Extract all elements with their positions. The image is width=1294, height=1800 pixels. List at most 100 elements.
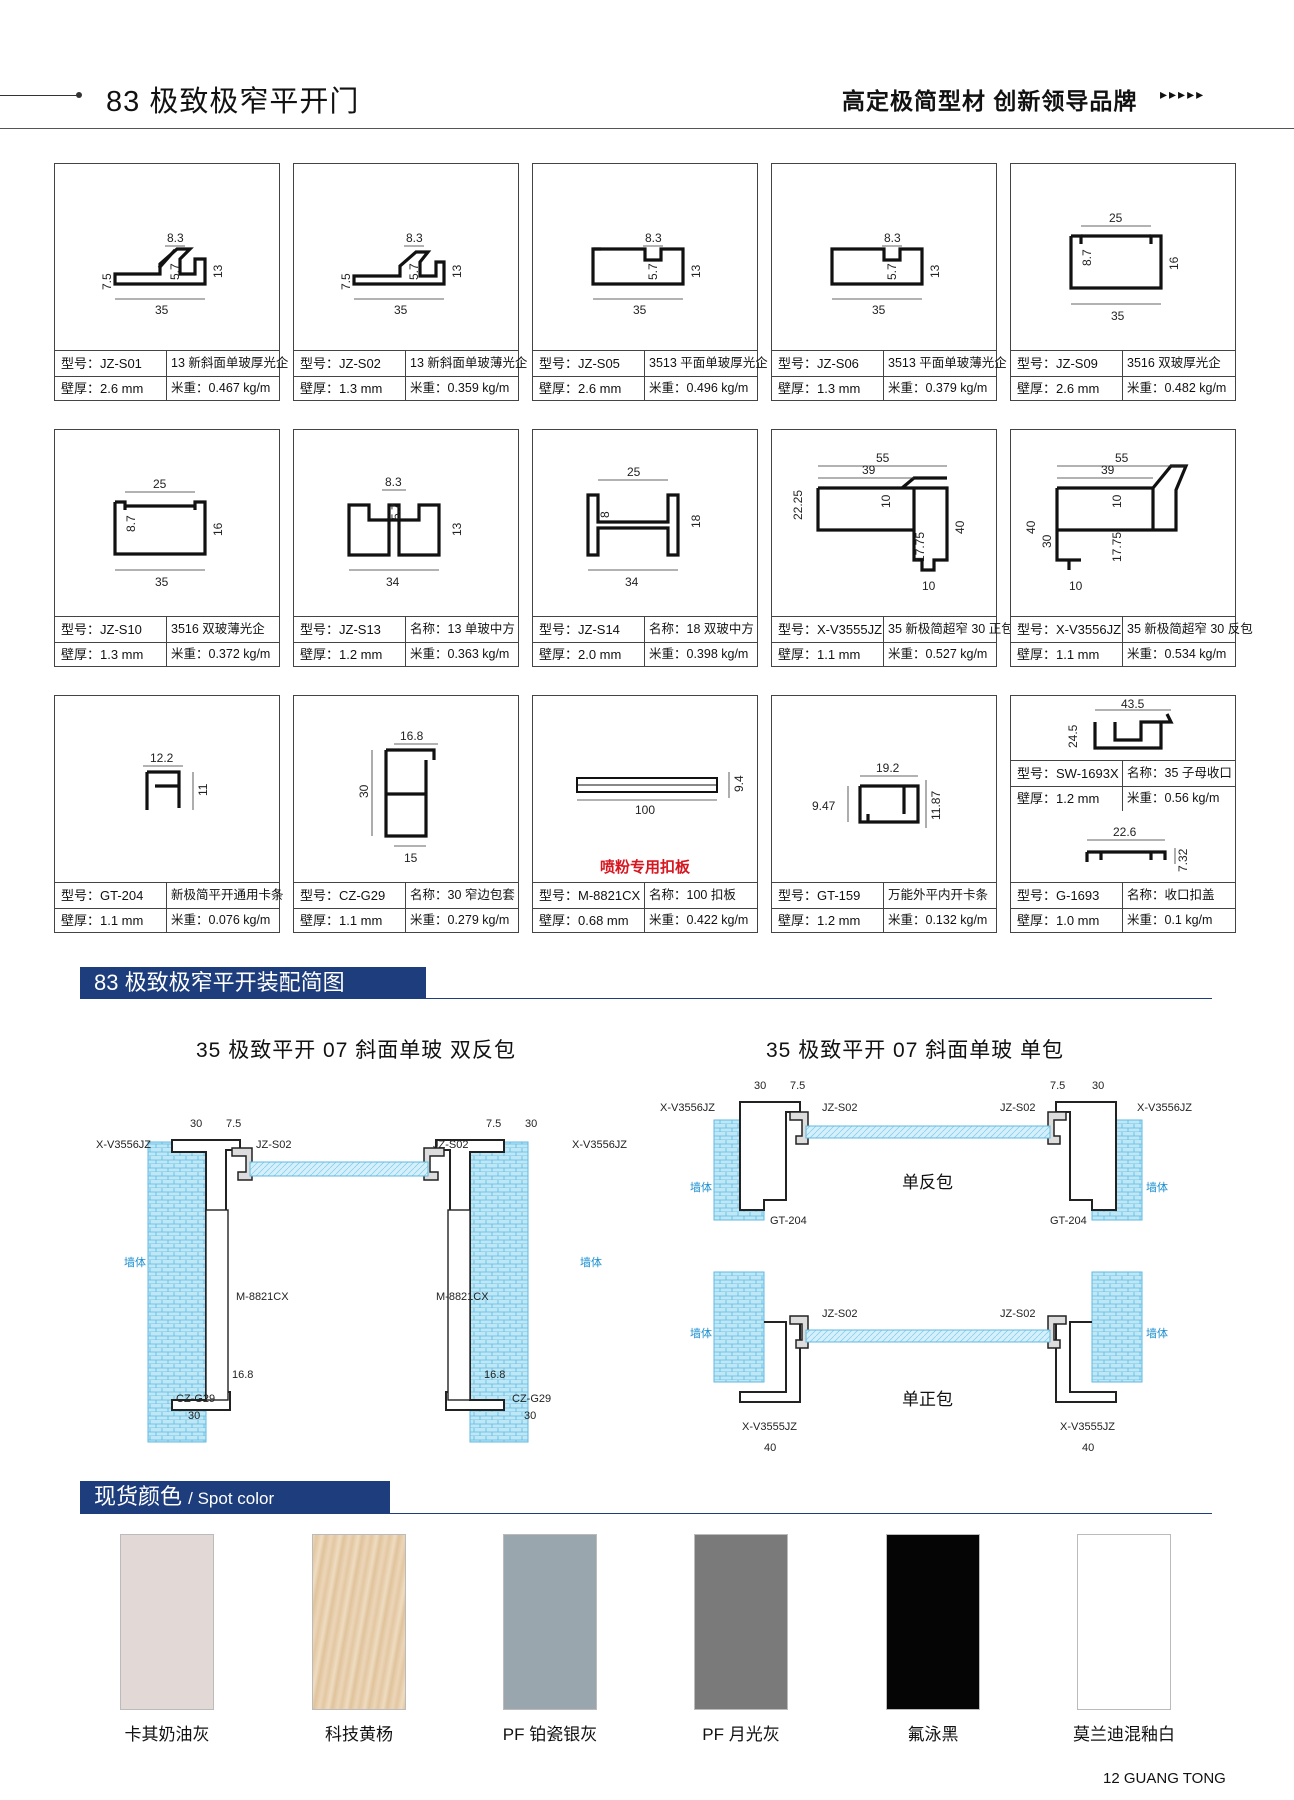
header-bullet-icon: [76, 92, 82, 98]
dim-label: 5.7: [407, 263, 421, 280]
dim-label: 43.5: [1121, 697, 1145, 711]
label-xv3556-r: X-V3556JZ: [572, 1139, 627, 1151]
model-number: 型号：GT-159: [778, 888, 861, 903]
meter-weight: 米重：0.363 kg/m: [410, 647, 510, 661]
colors-section-rule: [80, 1513, 1212, 1514]
meter-weight: 米重：0.56 kg/m: [1127, 791, 1220, 805]
powder-note: 喷粉专用扣板: [599, 859, 690, 876]
dim-label: 30: [357, 784, 371, 798]
dim-label: 8.7: [124, 515, 138, 532]
color-name: 氟泳黑: [907, 1725, 959, 1744]
label-wall-sf-l: 墙体: [690, 1326, 712, 1340]
label-m8821-l: M-8821CX: [236, 1291, 289, 1303]
label-jzs02-sr-l: JZ-S02: [822, 1102, 857, 1114]
spec-table: 型号：JZ-S14 名称：18 双玻中方 壁厚：2.0 mm 米重：0.398 …: [533, 616, 757, 667]
dim-75-r: 7.5: [486, 1118, 501, 1130]
dim-label: 15: [404, 851, 418, 865]
spec-table: 型号：JZ-S05 3513 平面单玻厚光企 壁厚：2.6 mm 米重：0.49…: [533, 350, 768, 401]
dim-30-sr-r: 30: [1092, 1080, 1104, 1092]
dim-label: 13: [211, 264, 225, 278]
label-jzs02-l: JZ-S02: [256, 1139, 291, 1151]
meter-weight: 米重：0.467 kg/m: [171, 381, 271, 395]
drawing-double-reverse: X-V3556JZ JZ-S02 JZ-S02 X-V3556JZ 30 7.5…: [96, 1118, 627, 1443]
meter-weight: 米重：0.279 kg/m: [410, 913, 510, 927]
label-wall-r: 墙体: [580, 1255, 602, 1269]
dim-label: 19.2: [876, 761, 900, 775]
label-czg29-r: CZ-G29: [512, 1393, 551, 1405]
color-name: 卡其奶油灰: [124, 1725, 210, 1744]
profile-name: 3513 平面单玻薄光企: [888, 356, 1007, 370]
wall-thickness: 壁厚：1.1 mm: [300, 913, 383, 928]
colors-title-cn: 现货颜色: [94, 1484, 183, 1509]
dim-label: 9.4: [732, 775, 746, 792]
g1693-drawing: 22.67.32: [1085, 825, 1190, 872]
dim-label: 11: [196, 783, 210, 796]
dim-label: 22.25: [791, 490, 805, 520]
dim-label: 39: [862, 463, 876, 477]
label-gt204-r: GT-204: [1050, 1215, 1087, 1227]
assembly-left-title: 35 极致平开 07 斜面单玻 双反包: [196, 1039, 517, 1062]
model-number: 型号：JZ-S13: [300, 622, 381, 637]
color-swatch: [1077, 1534, 1171, 1710]
dim-label: 13: [450, 522, 464, 536]
drawing-single-front: JZ-S02 JZ-S02 墙体 墙体 X-V3555JZ X-V3555JZ …: [690, 1271, 1168, 1454]
spec-table: 型号：GT-204 新极简平开通用卡条 壁厚：1.1 mm 米重：0.076 k…: [55, 882, 284, 933]
brand-slogan: 高定极简型材 创新领导品牌: [842, 88, 1138, 114]
dim-75-sr-l: 7.5: [790, 1080, 805, 1092]
dim-label: 34: [386, 575, 400, 589]
dim-label: 16: [1167, 256, 1181, 270]
label-m8821-r: M-8821CX: [436, 1291, 489, 1303]
model-number: 型号：G-1693: [1017, 888, 1100, 903]
dim-label: 8.3: [645, 231, 662, 245]
label-xv3556-sr-l: X-V3556JZ: [660, 1102, 715, 1114]
wall-thickness: 壁厚：1.3 mm: [61, 647, 144, 662]
dim-label: 22.6: [1113, 825, 1137, 839]
dim-label: 40: [1024, 520, 1038, 534]
glass-pane-left: [249, 1161, 429, 1177]
meter-weight: 米重：0.482 kg/m: [1127, 381, 1227, 395]
model-number: 型号：JZ-S02: [300, 356, 381, 371]
profile-drawing: 348.35.713: [347, 475, 464, 589]
dim-label: 7.5: [100, 273, 114, 290]
label-wall-sf-r: 墙体: [1146, 1326, 1168, 1340]
color-swatch: [886, 1534, 980, 1710]
wall-thickness: 壁厚：1.2 mm: [300, 647, 383, 662]
dim-label: 35: [872, 303, 886, 317]
model-number: 型号：SW-1693X: [1017, 766, 1119, 781]
label-wall-sr-l: 墙体: [690, 1180, 712, 1194]
profile-drawing: 12.211: [143, 751, 210, 810]
dim-label: 30: [1040, 534, 1054, 548]
dim-label: 5.7: [885, 263, 899, 280]
dim-label: 8.7: [1080, 249, 1094, 266]
spec-table: 型号：X-V3555JZ 35 新极简超窄 30 正包 壁厚：1.1 mm 米重…: [772, 616, 1014, 667]
dim-label: 24.5: [1066, 724, 1080, 748]
dim-75-sr-r: 7.5: [1050, 1080, 1065, 1092]
wall-thickness: 壁厚：0.68 mm: [539, 913, 629, 928]
profile-name: 名称：收口扣盖: [1127, 888, 1215, 902]
profile-name: 35 新极简超窄 30 反包: [1127, 622, 1253, 636]
dim-label: 8.3: [884, 231, 901, 245]
dim-label: 9.47: [812, 799, 836, 813]
dim-label: 8.3: [385, 475, 402, 489]
model-number: 型号：CZ-G29: [300, 888, 386, 903]
wall-thickness: 壁厚：2.0 mm: [539, 647, 622, 662]
wall-thickness: 壁厚：1.0 mm: [1017, 913, 1100, 928]
spec-table: 型号：JZ-S06 3513 平面单玻薄光企 壁厚：1.3 mm 米重：0.37…: [772, 350, 1007, 401]
color-swatch: [503, 1534, 597, 1710]
meter-weight: 米重：0.076 kg/m: [171, 913, 271, 927]
dim-label: 25: [153, 477, 167, 491]
model-number: 型号：JZ-S14: [539, 622, 620, 637]
label-jzs02-r: JZ-S02: [433, 1139, 468, 1151]
sw1693-drawing: 43.5 24.5: [1066, 697, 1174, 750]
profile-name: 3516 双玻厚光企: [1127, 356, 1221, 370]
meter-weight: 米重：0.1 kg/m: [1127, 913, 1213, 927]
